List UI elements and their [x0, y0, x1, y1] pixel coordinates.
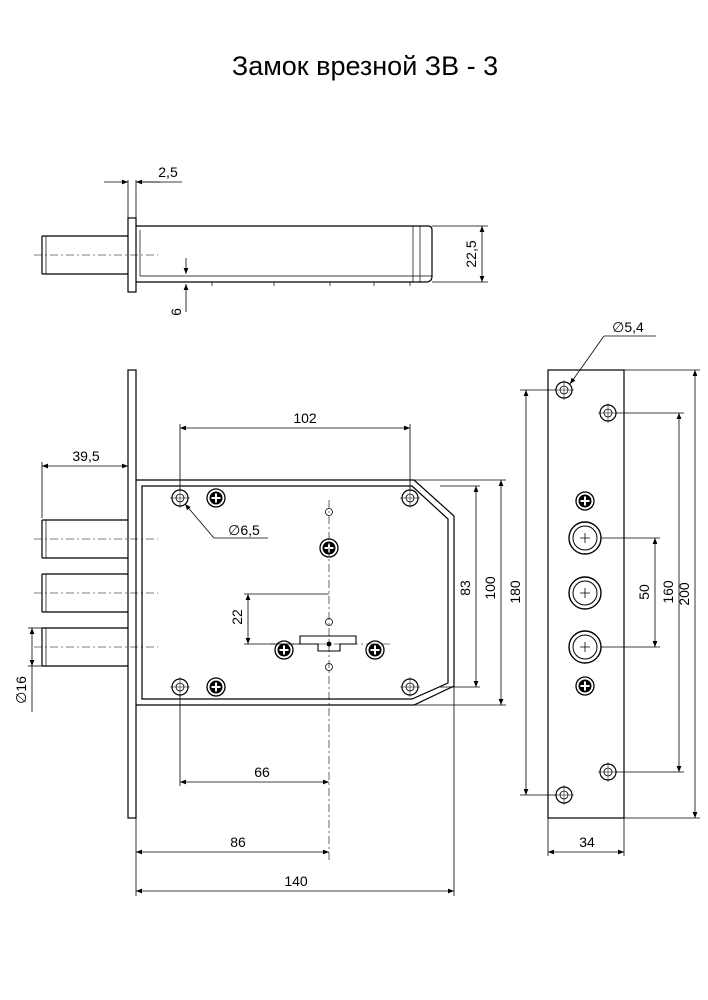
screw-icon	[575, 676, 595, 696]
bolt-end-icon	[568, 521, 602, 555]
dim-bolt-diameter: ∅16	[13, 676, 29, 704]
mount-hole-icon	[597, 761, 619, 783]
screw-icon	[206, 677, 226, 697]
dim-bolt-pitch: 50	[636, 584, 652, 600]
mount-hole-icon	[399, 676, 421, 698]
dim-body-thickness: 22,5	[463, 240, 479, 267]
mount-hole-icon	[553, 784, 575, 806]
front-view: 39,5 102 ∅6,5 22 83 100 ∅16 66	[13, 369, 506, 896]
screw-icon	[575, 491, 595, 511]
dim-offset: 6	[168, 308, 184, 316]
dim-height-100: 100	[482, 576, 498, 600]
faceplate-outline	[547, 369, 625, 819]
dim-width: 34	[579, 834, 595, 850]
faceplate-view: ∅5,4 50 160 200 180 34	[507, 319, 700, 856]
front-faceplate	[127, 369, 137, 819]
side-view: 2,5 22,5 6	[34, 164, 488, 316]
dim-200: 200	[676, 582, 692, 606]
dim-height-83: 83	[457, 580, 473, 596]
bolt-end-icon	[568, 630, 602, 664]
dim-mount-hole: ∅5,4	[612, 319, 644, 335]
drawing-title: Замок врезной ЗВ - 3	[232, 51, 498, 81]
front-body	[136, 479, 455, 706]
bolt-end-icon	[568, 576, 602, 610]
side-body	[136, 225, 433, 283]
side-faceplate	[127, 217, 137, 293]
dim-bolt-extension: 39,5	[72, 448, 99, 464]
dim-hole-spacing-top: 102	[293, 410, 317, 426]
dim-body-length: 140	[284, 873, 308, 889]
dim-keyhole-offset: 22	[229, 609, 245, 625]
mount-hole-icon	[597, 402, 619, 424]
dim-hole-diameter: ∅6,5	[228, 522, 260, 538]
dim-180: 180	[507, 580, 523, 604]
dim-faceplate-thickness: 2,5	[158, 164, 178, 180]
screw-icon	[206, 488, 226, 508]
dim-160: 160	[660, 580, 676, 604]
dim-backset: 86	[230, 834, 246, 850]
keyhole-icon	[299, 635, 357, 652]
mount-hole-icon	[169, 487, 191, 509]
mount-hole-icon	[169, 676, 191, 698]
dim-hole-spacing-bottom: 66	[254, 764, 270, 780]
